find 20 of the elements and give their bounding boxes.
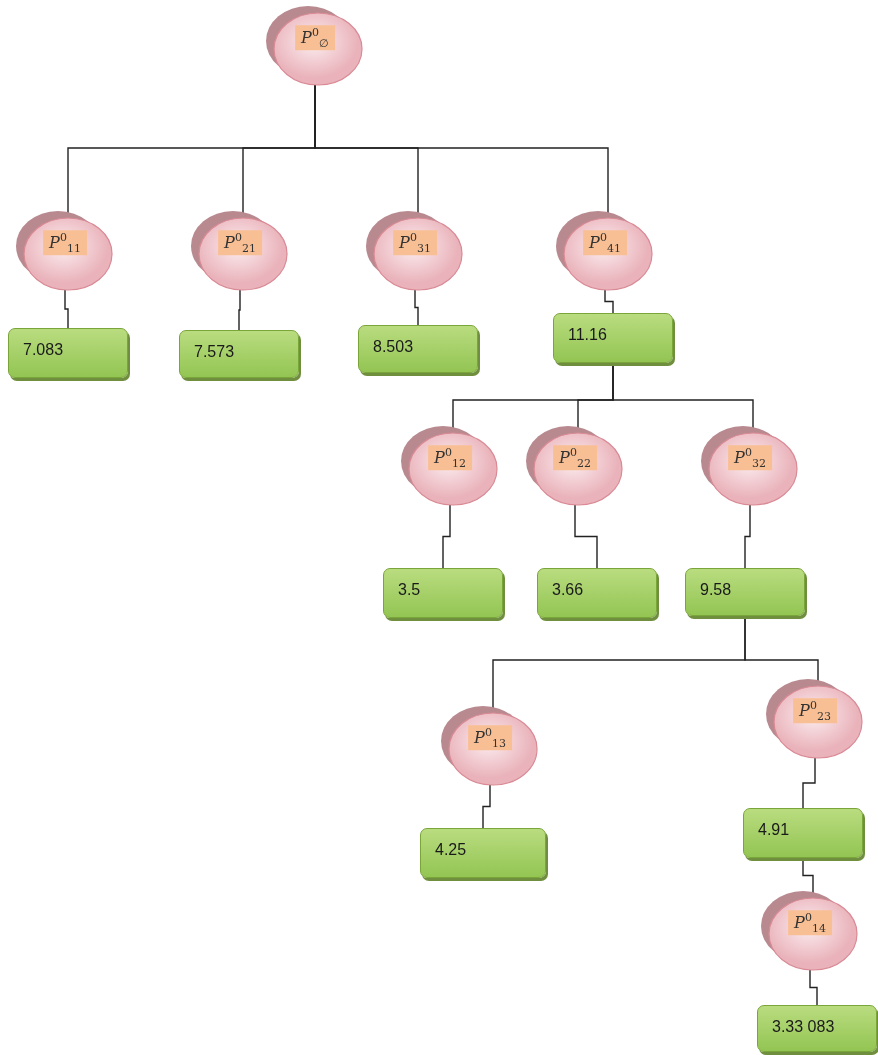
connector-line [414, 289, 419, 326]
value-box: 3.5 [383, 568, 503, 618]
connector-line [482, 784, 491, 829]
value-box: 4.25 [420, 828, 546, 878]
connector-line [442, 504, 451, 569]
value-box: 3.33 083 [757, 1005, 877, 1052]
value-box: 7.083 [8, 328, 128, 378]
connector-line [574, 504, 598, 569]
connector-line [744, 504, 751, 569]
value-box: 8.503 [358, 325, 478, 373]
connector-line [809, 969, 818, 1006]
value-box: 7.573 [179, 330, 299, 378]
connector-line [604, 289, 614, 314]
value-box: 11.16 [553, 313, 673, 363]
connector-line [802, 757, 816, 809]
value-box: 9.58 [685, 568, 805, 616]
connector-line [64, 289, 69, 329]
connector-line [238, 289, 241, 331]
value-box: 3.66 [537, 568, 657, 618]
value-box: 4.91 [743, 808, 863, 858]
